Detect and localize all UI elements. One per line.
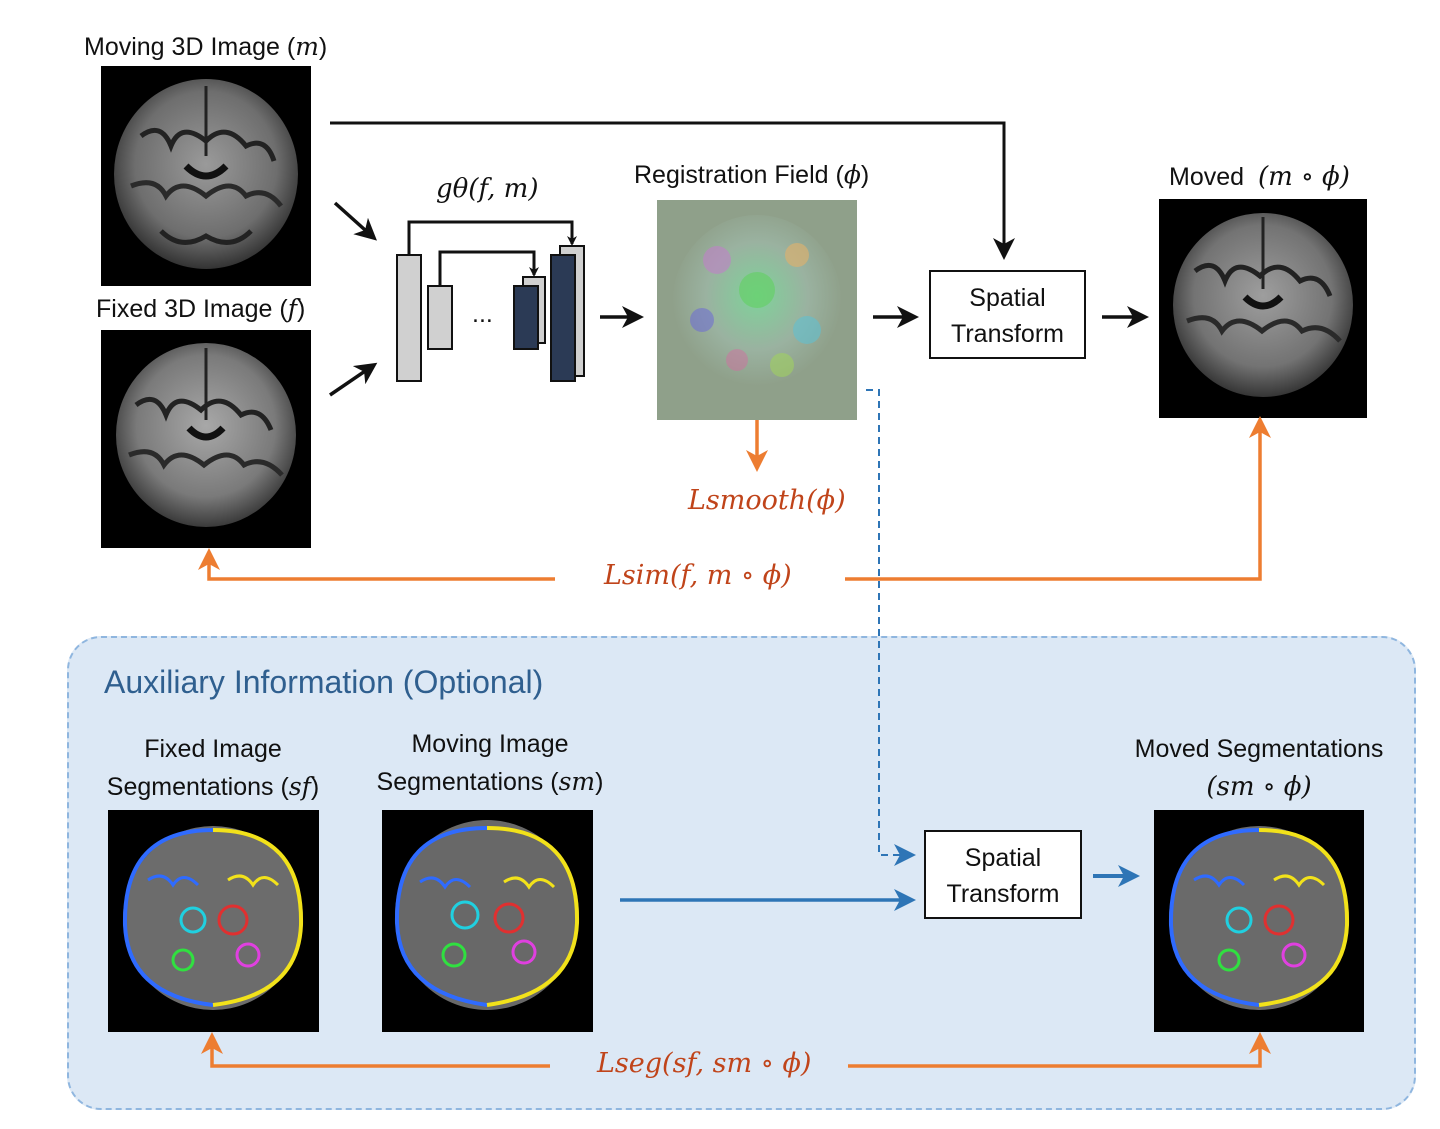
registration-field-label: Registration Field (ϕ) bbox=[634, 160, 869, 190]
registration-field-close-paren: ) bbox=[860, 161, 870, 189]
moved-seg-label-line1: Moved Segmentations bbox=[1134, 735, 1384, 763]
moved-segmentation-image bbox=[1154, 810, 1364, 1032]
fixed-image-close-paren: ) bbox=[297, 295, 306, 323]
moving-image-label: Moving 3D Image (m) bbox=[84, 32, 327, 62]
fixed-image-symbol: f bbox=[287, 294, 298, 323]
moved-symbol: (m ∘ ϕ) bbox=[1257, 162, 1350, 192]
fixed-image-label: Fixed 3D Image (f) bbox=[96, 294, 305, 324]
brain-segmentation-icon bbox=[122, 826, 304, 1010]
moving-image-symbol: m bbox=[295, 32, 319, 61]
moved-image bbox=[1159, 199, 1367, 418]
moving-segmentation-image bbox=[382, 810, 593, 1032]
arrow-field-to-aux-transform bbox=[866, 389, 916, 866]
fixed-image-label-text: Fixed 3D Image ( bbox=[96, 295, 288, 323]
moved-seg-label-line2: (sm ∘ ϕ) bbox=[1206, 772, 1312, 802]
arrow-fixed-to-network bbox=[329, 362, 378, 397]
registration-field-label-text: Registration Field ( bbox=[634, 161, 844, 189]
moving-seg-symbol: sm bbox=[558, 767, 596, 796]
auxiliary-title: Auxiliary Information (Optional) bbox=[104, 664, 544, 700]
registration-field-symbol: ϕ bbox=[843, 160, 861, 189]
arrow-sim-loss-to-fixed bbox=[198, 548, 555, 581]
fixed-segmentation-image bbox=[108, 810, 319, 1032]
registration-field-image bbox=[657, 200, 857, 420]
moved-label-text: Moved bbox=[1169, 163, 1245, 191]
similarity-loss: Lsim(f, m ∘ ϕ) bbox=[604, 560, 792, 591]
spatial-transform-box: Spatial Transform bbox=[929, 270, 1086, 359]
spatial-transform-line1: Spatial bbox=[969, 284, 1046, 312]
moving-seg-close-paren: ) bbox=[595, 768, 604, 796]
arrow-moving-to-network bbox=[333, 201, 377, 241]
arrow-sim-loss-to-moved bbox=[845, 416, 1271, 581]
brain-segmentation-icon bbox=[1168, 826, 1350, 1010]
moved-label: Moved (m ∘ ϕ) bbox=[1169, 162, 1350, 192]
arrow-seg-loss-to-moved-seg bbox=[848, 1032, 1271, 1068]
network-label: gθ(f, m) bbox=[436, 174, 539, 204]
unet-network bbox=[396, 220, 585, 382]
moving-seg-label-line1: Moving Image bbox=[411, 730, 569, 758]
brain-mri-icon bbox=[116, 343, 296, 527]
arrow-moving-to-transform bbox=[330, 121, 1015, 260]
smooth-loss: Lsmooth(ϕ) bbox=[688, 485, 846, 516]
spatial-transform-line2: Transform bbox=[951, 320, 1064, 348]
moving-image-close-paren: ) bbox=[318, 33, 328, 61]
brain-mri-icon bbox=[114, 79, 298, 269]
moving-image-label-text: Moving 3D Image ( bbox=[84, 33, 296, 61]
moving-seg-label-line2: Segmentations (sm) bbox=[377, 767, 604, 797]
fixed-seg-label-text: Segmentations ( bbox=[106, 773, 289, 801]
aux-spatial-transform-line1: Spatial bbox=[964, 844, 1042, 872]
moving-seg-label-text: Segmentations ( bbox=[376, 768, 559, 796]
brain-mri-icon bbox=[1173, 213, 1353, 397]
network-ellipsis: ... bbox=[472, 300, 493, 328]
registration-field-icon bbox=[657, 200, 857, 420]
fixed-image bbox=[101, 330, 311, 548]
aux-spatial-transform-box: Spatial Transform bbox=[924, 830, 1082, 919]
fixed-seg-label-line2: Segmentations (sf) bbox=[107, 772, 319, 802]
moving-image bbox=[101, 66, 311, 286]
brain-segmentation-icon bbox=[394, 820, 580, 1010]
arrow-seg-loss-to-fixed-seg bbox=[201, 1032, 550, 1068]
fixed-seg-close-paren: ) bbox=[310, 773, 320, 801]
segmentation-loss: Lseg(sf, sm ∘ ϕ) bbox=[597, 1048, 812, 1079]
fixed-seg-symbol: sf bbox=[288, 772, 311, 801]
aux-spatial-transform-line2: Transform bbox=[946, 880, 1060, 908]
fixed-seg-label-line1: Fixed Image bbox=[144, 735, 282, 763]
